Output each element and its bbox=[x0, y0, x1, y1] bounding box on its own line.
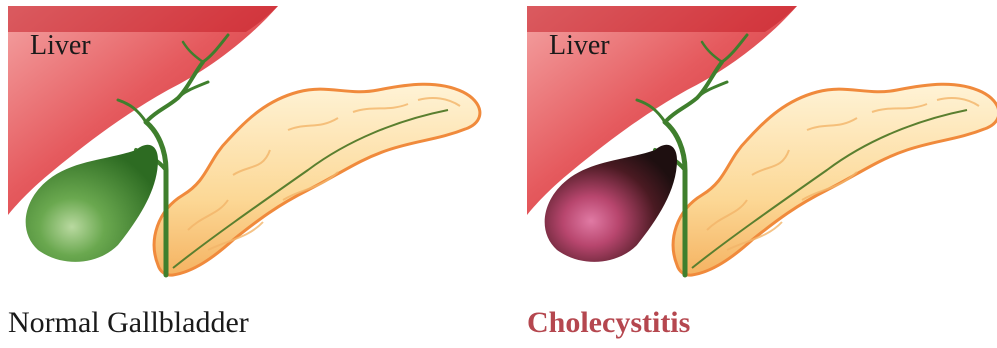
normal-gallbladder-caption: Normal Gallbladder bbox=[8, 306, 249, 340]
liver-label: Liver bbox=[30, 30, 91, 62]
liver-label: Liver bbox=[549, 30, 610, 62]
cholecystitis-panel: Liver Cholecystitis bbox=[527, 0, 997, 348]
cholecystitis-caption: Cholecystitis bbox=[527, 306, 690, 340]
normal-gallbladder-panel: Liver Normal Gallbladder bbox=[8, 0, 488, 348]
